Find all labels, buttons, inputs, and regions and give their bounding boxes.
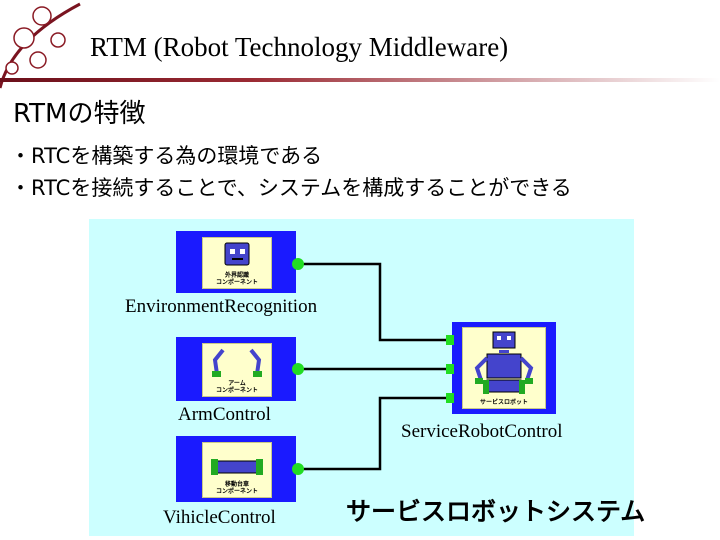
component-caption: アームコンポーネント [215,380,258,394]
component-vehicle: 移動台車コンポーネント [202,442,272,498]
bullet-item: ・RTCを構築する為の環境である [10,144,323,168]
component-label: VihicleControl [163,507,276,528]
component-arm-control: アームコンポーネント [176,337,296,401]
slide-title: RTM (Robot Technology Middleware) [90,32,509,62]
output-port [292,258,304,270]
component-caption: サービスロボット [479,399,528,406]
input-port [446,364,454,374]
decorative-circles [0,2,81,89]
component-label: EnvironmentRecognition [125,296,318,317]
target-label: ServiceRobotControl [401,421,563,442]
arms-icon [212,348,262,377]
component-label: ArmControl [178,404,271,425]
output-port [292,463,304,475]
component-face: 外界認識コンポーネント [202,237,272,289]
system-label: サービスロボットシステム [346,497,646,526]
robot-icon [474,331,534,394]
component-environment-recognition: 外界認識コンポーネント [176,231,296,293]
vehicle-icon [211,459,263,475]
face-icon [224,242,250,266]
component-service-robot-control: サービスロボット [452,322,556,414]
component-caption: 移動台車コンポーネント [215,481,258,495]
component-arms: アームコンポーネント [202,343,272,397]
input-port [446,393,454,403]
title-underline [0,78,720,82]
component-caption: 外界認識コンポーネント [215,272,258,286]
component-vihicle-control: 移動台車コンポーネント [176,436,296,502]
bullet-item: ・RTCを接続することで、システムを構成することができる [10,176,572,200]
input-port [446,335,454,345]
output-port [292,363,304,375]
section-heading: RTMの特徴 [13,99,146,129]
component-robot: サービスロボット [462,327,546,409]
